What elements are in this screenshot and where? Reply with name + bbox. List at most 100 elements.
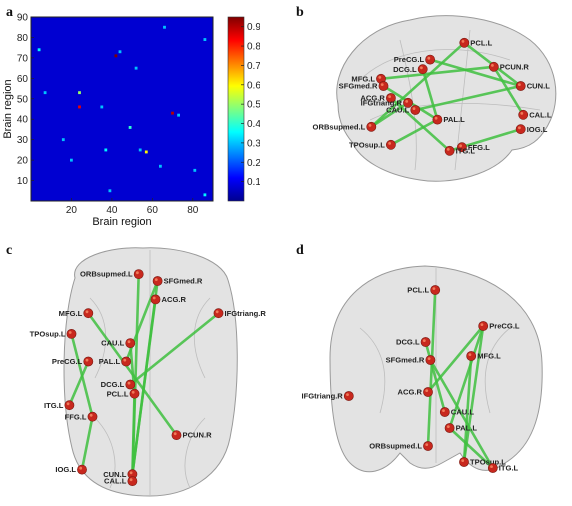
x-axis-label: Brain region <box>92 216 151 228</box>
y-tick-label: 60 <box>17 74 29 85</box>
edge <box>462 324 485 464</box>
node-marker <box>423 441 433 451</box>
node-label: FFG.L <box>65 412 87 421</box>
node-highlight <box>378 76 382 79</box>
network-c-layer: ORBsupmed.LSFGmed.RACG.RIFGtriang.RMFG.L… <box>30 269 266 486</box>
edges <box>424 288 495 470</box>
node-highlight <box>442 409 445 412</box>
node-highlight <box>459 144 462 148</box>
node-marker <box>488 61 499 72</box>
node-highlight <box>427 357 431 360</box>
panel-letter-a: a <box>6 5 13 20</box>
node-highlight <box>85 310 89 314</box>
colorbar-tick-label: 0.9 <box>247 22 260 33</box>
node-highlight <box>491 64 494 67</box>
node-label: CAU.L <box>451 408 475 417</box>
node-marker <box>417 64 428 75</box>
colorbar-tick-label: 0.8 <box>247 42 260 53</box>
node-label: PCUN.R <box>500 62 530 71</box>
node-label: DCG.L <box>396 338 420 347</box>
node-label: PreCG.L <box>52 357 83 366</box>
heatmap-cell <box>104 148 108 152</box>
node-label: FFG.L <box>468 143 490 152</box>
node-highlight <box>154 278 158 281</box>
node-marker <box>386 139 396 150</box>
node-label: CUN.L <box>527 82 551 91</box>
edge <box>70 332 94 418</box>
edge <box>428 58 522 88</box>
heatmap-cell <box>163 25 166 29</box>
heatmap-cell <box>108 189 112 193</box>
node-label: DCG.L <box>101 380 125 389</box>
node-highlight <box>346 393 349 396</box>
node-highlight <box>446 148 450 151</box>
node-label: IFGtriang.R <box>361 98 403 107</box>
node-highlight <box>131 390 135 394</box>
colorbar-tick-label: 0.6 <box>247 80 260 91</box>
node-label: ORBsupmed.L <box>369 442 422 451</box>
brain-outline-axial <box>63 247 238 497</box>
node-highlight <box>422 339 426 342</box>
node-marker <box>133 269 144 279</box>
edge <box>448 324 485 430</box>
node-marker <box>459 457 469 467</box>
node-marker <box>444 423 455 433</box>
node-label: MFG.L <box>351 74 375 83</box>
node-marker <box>343 391 354 401</box>
heatmap-cell <box>78 105 81 109</box>
node-label: MFG.L <box>477 352 501 361</box>
node-marker <box>515 124 526 135</box>
node-marker <box>66 329 77 339</box>
node-label: PAL.L <box>99 357 121 366</box>
colorbar-tick-label: 0.1 <box>247 177 260 188</box>
node-label: TPOsup.L <box>349 140 385 149</box>
node-marker <box>459 37 470 48</box>
y-tick-label: 90 <box>17 13 29 24</box>
colorbar <box>227 16 245 202</box>
node-label: IOG.L <box>527 125 548 134</box>
node-highlight <box>173 432 177 436</box>
node-label: IFGtriang.R <box>301 392 343 401</box>
node-marker <box>425 355 436 365</box>
node-label: ORBsupmed.L <box>80 270 133 279</box>
edge <box>424 340 447 414</box>
heatmap-cell <box>171 111 174 115</box>
node-marker <box>439 407 450 417</box>
node-highlight <box>123 358 127 362</box>
node-marker <box>432 114 443 125</box>
heatmap-cell <box>193 168 197 172</box>
node-label: CAL.L <box>529 110 552 119</box>
edge <box>389 96 451 153</box>
node-highlight <box>425 443 429 446</box>
heatmap-cell <box>118 50 122 54</box>
node-highlight <box>136 271 139 275</box>
network-coronal: d PCL.LPreCG.LDCG.LMFG.LSFGmed.RIFGtrian… <box>296 243 543 473</box>
x-tick-label: 40 <box>106 205 118 216</box>
node-marker <box>77 464 87 475</box>
node-highlight <box>518 83 521 86</box>
node-highlight <box>427 56 431 60</box>
heatmap-cell <box>144 150 148 154</box>
node-marker <box>487 463 498 473</box>
node-marker <box>378 81 389 91</box>
node-label: CAU.L <box>101 339 125 348</box>
node-label: SFGmed.R <box>339 82 378 91</box>
node-label: DCG.L <box>393 65 417 74</box>
edges <box>68 272 220 483</box>
heatmap-cell <box>43 91 47 95</box>
node-marker <box>83 356 94 367</box>
node-marker <box>121 356 131 367</box>
y-tick-label: 70 <box>17 53 29 64</box>
y-tick-label: 80 <box>17 33 29 44</box>
node-marker <box>425 54 435 65</box>
node-highlight <box>89 413 93 417</box>
node-label: PCUN.R <box>183 431 213 440</box>
node-highlight <box>461 40 465 43</box>
edge <box>492 65 525 117</box>
edge <box>68 360 90 407</box>
node-marker <box>466 351 477 361</box>
